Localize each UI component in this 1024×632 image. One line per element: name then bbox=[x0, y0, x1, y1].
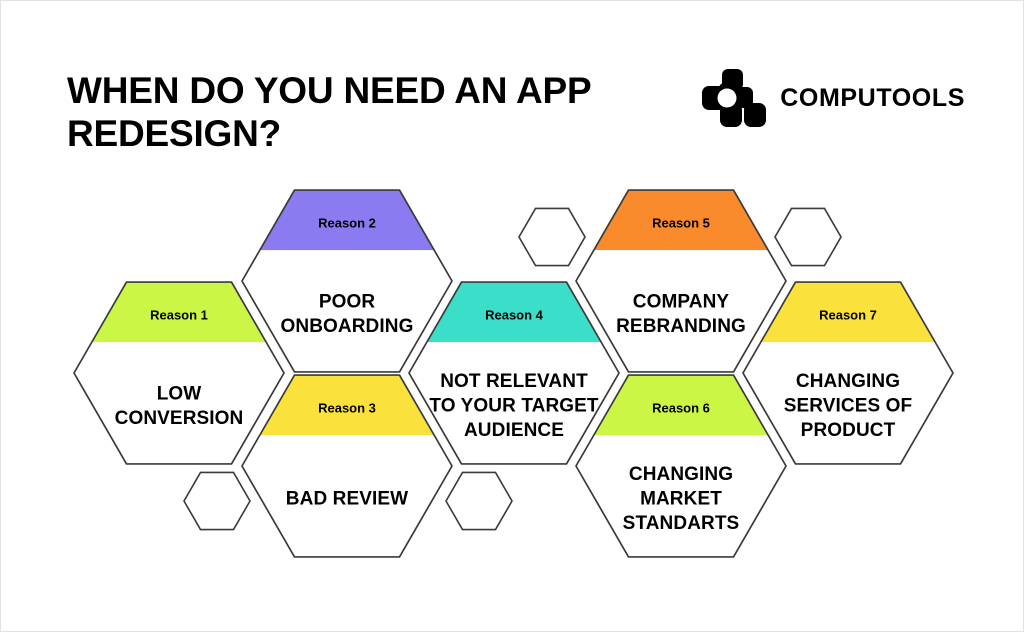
hexagon-title-line: BAD REVIEW bbox=[286, 489, 408, 510]
hexagon-title-line: NOT RELEVANT bbox=[440, 371, 588, 392]
hexagon-outline bbox=[73, 281, 285, 465]
hexagon-outline bbox=[241, 189, 453, 373]
hexagon-title-line: SERVICES OF bbox=[784, 396, 913, 417]
hexagon-title-line: POOR bbox=[319, 291, 376, 312]
page-title-line-1: WHEN DO YOU NEED AN APP bbox=[67, 70, 592, 111]
brand-name: COMPUTOOLS bbox=[780, 83, 965, 112]
decorative-hexagon bbox=[183, 471, 251, 531]
hexagon-card-reason-7[interactable]: Reason 7 CHANGING SERVICES OF PRODUCT bbox=[741, 280, 955, 465]
hexagon-card-reason-3[interactable]: Reason 3 BAD REVIEW bbox=[240, 373, 454, 558]
hexagon-title-line: AUDIENCE bbox=[464, 420, 564, 441]
hexagon-card-reason-2[interactable]: Reason 2 POOR ONBOARDING bbox=[240, 188, 454, 373]
hexagon-badge: Reason 5 bbox=[652, 215, 710, 230]
hexagon-badge: Reason 3 bbox=[318, 400, 376, 415]
hexagon-outline bbox=[241, 374, 453, 558]
hexagon-title-line: PRODUCT bbox=[801, 420, 896, 441]
brand-logo: COMPUTOOLS bbox=[702, 69, 965, 127]
hexagon-badge: Reason 2 bbox=[318, 215, 376, 230]
decorative-hexagon bbox=[518, 207, 586, 267]
decorative-hexagon bbox=[774, 207, 842, 267]
hexagon-outline bbox=[408, 281, 620, 465]
hexagon-badge: Reason 6 bbox=[652, 400, 710, 415]
hexagon-card-reason-5[interactable]: Reason 5 COMPANY REBRANDING bbox=[574, 188, 788, 373]
hexagon-title-line: ONBOARDING bbox=[281, 316, 414, 337]
hexagon-title-line: LOW bbox=[157, 383, 202, 404]
hexagon-badge: Reason 7 bbox=[819, 307, 877, 322]
hexagon-card-reason-4[interactable]: Reason 4 NOT RELEVANT TO YOUR TARGET AUDIEN… bbox=[407, 280, 621, 465]
page-title: WHEN DO YOU NEED AN APP REDESIGN? bbox=[67, 69, 687, 156]
hexagon-title-line: CONVERSION bbox=[115, 408, 244, 429]
computools-logo-mark-icon bbox=[702, 69, 767, 127]
hexagon-outline bbox=[575, 374, 787, 558]
hexagon-outline bbox=[742, 281, 954, 465]
hexagon-card-reason-1[interactable]: Reason 1 LOW CONVERSION bbox=[72, 280, 286, 465]
hexagon-title-line: TO YOUR TARGET bbox=[429, 396, 599, 417]
hexagon-title-line: MARKET bbox=[640, 489, 722, 510]
hexagon-title-line: REBRANDING bbox=[616, 316, 746, 337]
decorative-hexagon bbox=[445, 471, 513, 531]
hexagon-badge: Reason 4 bbox=[485, 307, 544, 322]
hexagon-title-line: CHANGING bbox=[796, 371, 900, 392]
hexagon-title-line: COMPANY bbox=[633, 291, 730, 312]
hexagon-title-line: STANDARTS bbox=[623, 513, 740, 534]
hexagon-title-line: CHANGING bbox=[629, 464, 733, 485]
hexagon-card-reason-6[interactable]: Reason 6 CHANGING MARKET STANDARTS bbox=[574, 373, 788, 558]
hexagon-outline bbox=[575, 189, 787, 373]
page-title-line-2: REDESIGN? bbox=[67, 113, 282, 155]
hexagon-badge: Reason 1 bbox=[150, 307, 208, 322]
